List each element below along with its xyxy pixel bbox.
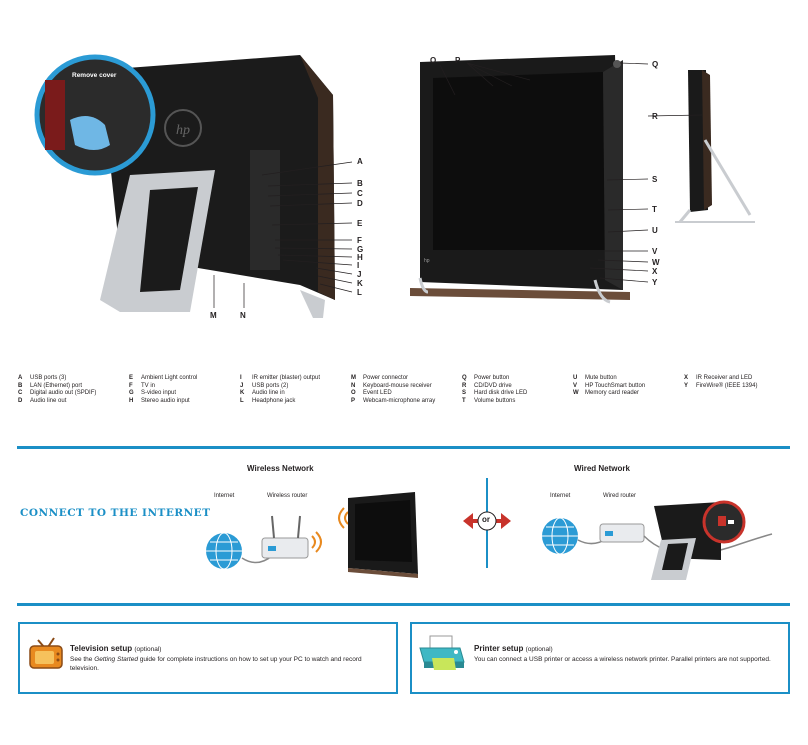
connect-internet-title: CONNECT TO THE INTERNET [20,507,211,519]
callout-y: Y [652,278,658,287]
callout-i: I [357,261,360,270]
callout-q: Q [652,60,659,69]
tv-setup-text: See the Getting Started guide for comple… [70,656,362,672]
callout-p: P [455,56,461,65]
callout-r: R [652,112,658,121]
globe-icon [206,532,242,570]
wifi-signal-icon [338,507,349,529]
pc-front-view: hp [410,55,630,304]
or-arrows [463,510,511,532]
section-divider-top [17,446,790,449]
remove-cover-magnifier [34,54,156,176]
callout-f: F [357,236,362,245]
callout-c: C [357,189,363,198]
wired-network-title: Wired Network [574,464,630,473]
wireless-diagram [200,488,430,580]
callout-b: B [357,179,363,188]
callout-x: X [652,267,658,276]
callout-k: K [357,279,363,288]
printer-icon [418,634,466,672]
callout-e: E [357,219,363,228]
tv-setup-title: Television setup (optional) [70,644,162,653]
or-label: or [482,515,490,524]
callout-t: T [652,205,657,214]
globe-icon [542,517,578,555]
printer-setup-title: Printer setup (optional) [474,644,553,653]
callout-a: A [357,157,363,166]
callout-m: M [210,311,217,320]
rear-view-illustration: hp hp [0,0,808,340]
television-setup-box: Television setup (optional) See the Gett… [18,622,398,694]
callout-n: N [240,311,246,320]
callout-v: V [652,247,658,256]
callout-l: L [357,288,362,297]
port-magnifier-icon [702,500,746,544]
callout-w: W [652,258,660,267]
wired-router-label: Wired router [603,493,637,499]
wireless-network-title: Wireless Network [247,464,314,473]
callout-j: J [357,270,362,279]
wireless-router-icon [261,515,309,559]
tv-icon [26,632,66,672]
wired-internet-label: Internet [550,493,571,499]
printer-setup-text: You can connect a USB printer or access … [474,656,771,663]
pc-rear-view: hp [100,55,335,318]
callout-u: U [652,226,658,235]
section-divider-bottom [17,603,790,606]
remove-cover-label: Remove cover [72,72,117,79]
pc-side-view [675,70,755,223]
wireless-internet-label: Internet [214,493,235,499]
callout-o: O [430,56,437,65]
callout-s: S [652,175,658,184]
wired-router-icon [599,523,645,543]
printer-setup-box: Printer setup (optional) You can connect… [410,622,790,694]
callout-g: G [357,245,364,254]
svg-text:hp: hp [424,258,430,264]
callout-h: H [357,253,363,262]
svg-text:hp: hp [176,123,190,138]
pc-icon [348,492,418,578]
wired-diagram [536,500,788,582]
wifi-signal-icon [311,531,322,553]
wireless-router-label: Wireless router [267,493,308,499]
callout-d: D [357,199,363,208]
